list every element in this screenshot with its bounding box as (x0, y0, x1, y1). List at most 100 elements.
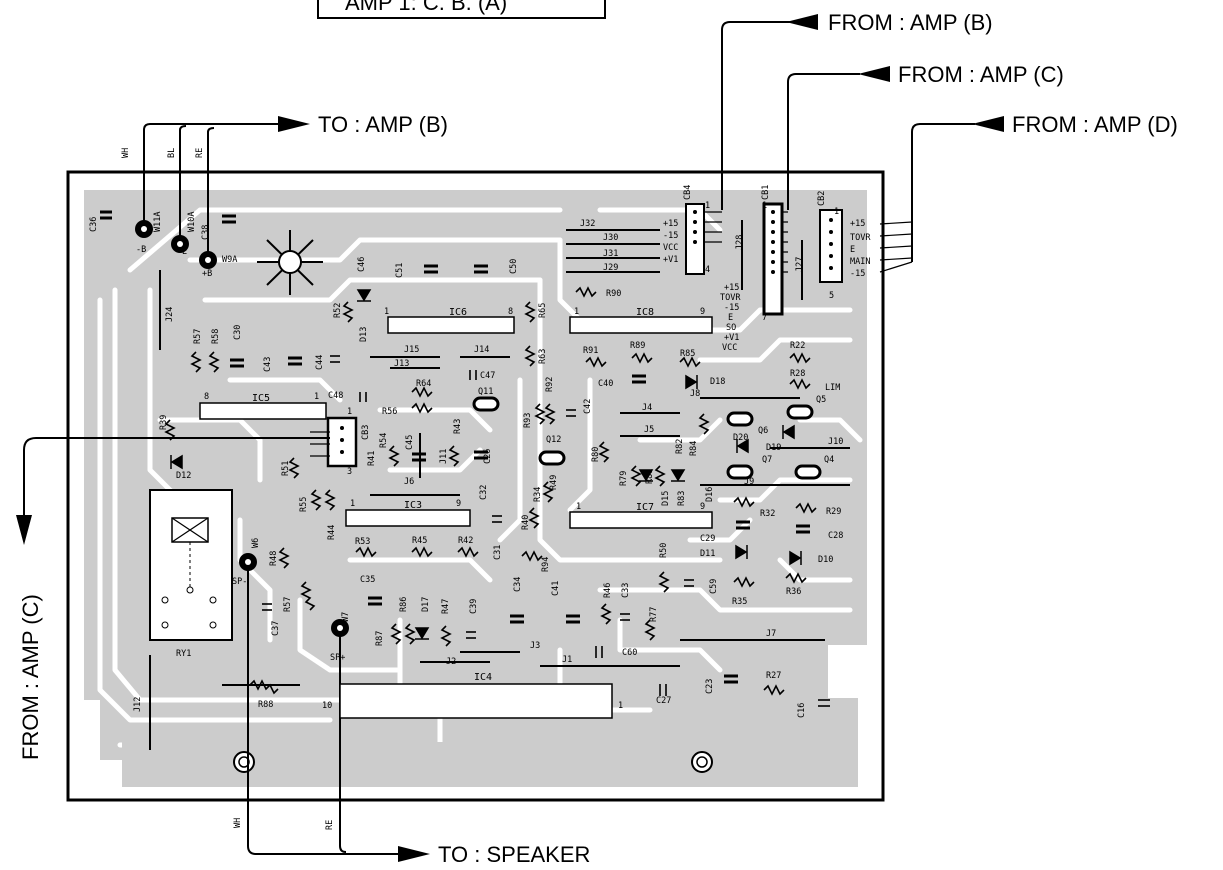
cb1-pin-last: 7 (762, 313, 767, 323)
cb2-pin-2: E (850, 245, 855, 255)
lbl-R51: R51 (281, 461, 291, 476)
lbl-R65: R65 (538, 303, 548, 318)
lbl-J2: J2 (446, 657, 456, 667)
component-labels: C36 C38 J24 R57 R58 C30 C43 C44 C45 C46 … (89, 217, 843, 718)
wire-re-bottom: RE (325, 820, 335, 830)
lbl-J11: J11 (439, 449, 449, 464)
lbl-R82: R82 (675, 439, 685, 454)
lbl-R44: R44 (327, 525, 337, 540)
lbl-C31: C31 (493, 545, 503, 560)
lbl-R40: R40 (521, 515, 531, 530)
heatsink-star (257, 230, 323, 295)
lbl-D13: D13 (359, 327, 369, 342)
lbl-D17: D17 (421, 597, 431, 612)
wires-to-amp-b: TO : AMP (B) WH BL RE (121, 112, 448, 256)
lbl-R54: R54 (379, 433, 389, 448)
lbl-C16: C16 (797, 703, 807, 718)
lbl-R90: R90 (606, 289, 621, 299)
lbl-C44: C44 (315, 355, 325, 370)
lbl-R45: R45 (412, 536, 427, 546)
lbl-R92: R92 (545, 377, 555, 392)
lbl-R55: R55 (299, 497, 309, 512)
lbl-C46: C46 (357, 257, 367, 272)
transistors (472, 396, 822, 480)
arrow-from-amp-c-top (858, 66, 890, 82)
label-from-amp-c-left: FROM : AMP (C) (18, 594, 43, 760)
lbl-R52: R52 (333, 303, 343, 318)
relay-ry1: RY1 (149, 489, 233, 659)
lbl-R49: R49 (549, 475, 559, 490)
cb2-pin-3: MAIN (850, 257, 870, 267)
arrow-from-amp-d (972, 116, 1004, 132)
connector-cb4: CB4 1 4 +15 -15 VCC +V1 (663, 185, 710, 275)
label-from-amp-c-top: FROM : AMP (C) (898, 62, 1064, 87)
lbl-R46: R46 (603, 583, 613, 598)
title-box: AMP 1: C. B. (A) (317, 0, 606, 19)
term-minus-b: -B (136, 245, 146, 255)
lbl-J28: J28 (735, 235, 745, 250)
ic5-pin1: 1 (314, 392, 319, 402)
lbl-R58: R58 (211, 329, 221, 344)
ic5-body (199, 402, 327, 420)
cb4-pin-3: +V1 (663, 255, 678, 265)
lbl-R48: R48 (269, 551, 279, 566)
lbl-C23: C23 (705, 679, 715, 694)
ic4-body (339, 683, 613, 719)
cb1-pin-6: VCC (722, 343, 737, 353)
lbl-R84: R84 (689, 441, 699, 456)
cb1-pin-2: -15 (724, 303, 739, 313)
lbl-Q6: Q6 (758, 426, 768, 436)
ic4-label: IC4 (474, 672, 492, 683)
wire-re-top: RE (195, 148, 205, 158)
lbl-J5: J5 (644, 425, 654, 435)
lbl-R53: R53 (355, 537, 370, 547)
lbl-R39: R39 (159, 415, 169, 430)
wire-bl-top: BL (167, 148, 177, 158)
lbl-J32: J32 (580, 219, 595, 229)
lbl-C26: C26 (483, 449, 493, 464)
ic4-pin1: 1 (618, 701, 623, 711)
mount-hole-right-inner (696, 756, 708, 768)
lbl-R64: R64 (416, 379, 431, 389)
lbl-C38: C38 (201, 225, 211, 240)
lbl-D10: D10 (818, 555, 833, 565)
cb2-pin-0: +15 (850, 219, 865, 229)
wires-from-amp-b: FROM : AMP (B) (700, 10, 993, 243)
arrow-from-amp-b (786, 14, 818, 30)
lbl-J3: J3 (530, 641, 540, 651)
lbl-C47: C47 (480, 371, 495, 381)
ic5-pin8: 8 (204, 392, 209, 402)
lbl-C30: C30 (233, 325, 243, 340)
lbl-J14: J14 (474, 345, 489, 355)
bottom-strip (122, 742, 858, 787)
lbl-J12: J12 (133, 697, 143, 712)
cb4-pin-0: +15 (663, 219, 678, 229)
ic6-body (387, 316, 515, 334)
lbl-J27: J27 (795, 257, 805, 272)
lbl-R87: R87 (375, 631, 385, 646)
lbl-Q4: Q4 (824, 455, 834, 465)
cb1-pin-4: SO (726, 323, 736, 333)
ic7-label: IC7 (636, 502, 654, 513)
wires-from-amp-d: FROM : AMP (D) (879, 112, 1178, 273)
term-w10a: W10A (187, 212, 197, 232)
lbl-R91: R91 (583, 346, 598, 356)
cb1-pin-first: 1 (762, 201, 767, 211)
lbl-R94: R94 (541, 557, 551, 572)
lbl-J4: J4 (642, 403, 652, 413)
cb1-pin-5: +V1 (724, 333, 739, 343)
ic6-pin1: 1 (384, 307, 389, 317)
lbl-R47: R47 (441, 599, 451, 614)
ic-packages (199, 316, 713, 719)
ic8-pin9: 9 (700, 307, 705, 317)
lbl-J31: J31 (603, 249, 618, 259)
connector-cb3: 3 1 CB3 (326, 407, 371, 477)
terminals-top-left: W11A W10A W9A -B E +B (135, 212, 237, 279)
cb4-pin-first: 1 (705, 201, 710, 211)
ic3-pin1: 1 (350, 499, 355, 509)
lbl-R79: R79 (619, 471, 629, 486)
lbl-R29: R29 (826, 507, 841, 517)
lbl-C33: C33 (621, 583, 631, 598)
lbl-R34: R34 (533, 487, 543, 502)
